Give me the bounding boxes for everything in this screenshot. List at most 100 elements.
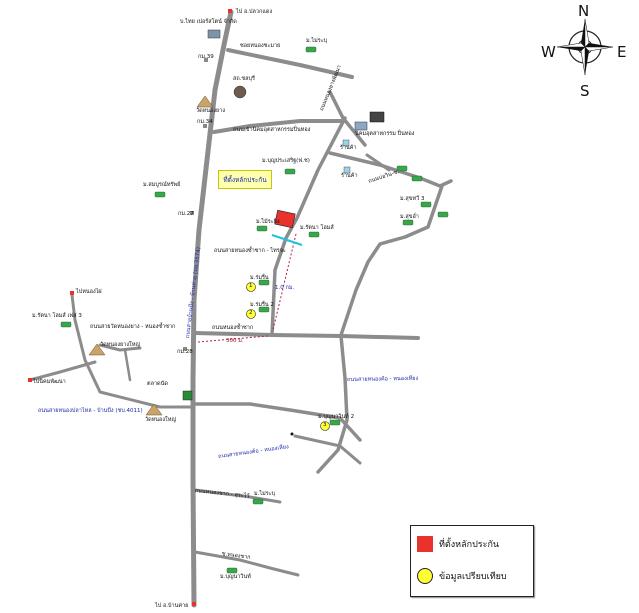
label-village-rattana-left: ม.รัตนา โฮมส์ เฟส 3: [32, 313, 82, 319]
label-ref-3-number: 3: [323, 422, 327, 428]
label-to-plaeng-yao: ไป อ.ปลวกแดง: [236, 9, 273, 15]
label-temple-bottom: วัดหนองใหญ่: [145, 417, 177, 423]
road-bottom-4: [293, 434, 362, 465]
house-icon: [226, 567, 238, 574]
landmark-icons: [88, 29, 385, 416]
label-factory: บ.ไทย เปอร์สโตน์ จำกัด: [180, 19, 237, 25]
label-to-nikhom: ไปนิคมพัฒนา: [33, 379, 66, 385]
legend-comparison-label: ข้อมูลเปรียบเทียบ: [439, 572, 507, 582]
label-to-nongkhae: ไปหนองไผ่: [76, 289, 102, 295]
house-icon: [305, 46, 317, 53]
road-left: [70, 293, 195, 409]
house-icon: [284, 168, 296, 175]
legend-row-comparison: ข้อมูลเปรียบเทียบ: [417, 568, 507, 584]
label-pole-34: กม.34: [197, 119, 213, 125]
distance-vertical: [272, 233, 297, 331]
road-left-temple: [98, 343, 142, 352]
map-legend: ที่ตั้งหลักประกัน ข้อมูลเปรียบเทียบ: [410, 525, 534, 597]
convenience-store-icon: [182, 390, 193, 401]
pole-icon: [203, 124, 207, 128]
label-village-ruk: ม.สุขทวี 3: [400, 196, 425, 202]
label-shop-1: ร้านค้า: [340, 145, 357, 151]
compass-north: N: [578, 2, 590, 20]
road-left-nikhom: [28, 360, 97, 382]
house-icon: [60, 321, 72, 328]
temple-icon: [196, 95, 214, 108]
factory-icon: [207, 29, 221, 39]
endpoint-left-bottom: [28, 378, 32, 382]
industrial-plant-icon: [354, 121, 368, 131]
compass-west: W: [541, 43, 556, 61]
label-ref-2-number: 2: [249, 310, 253, 316]
temple-icon: [88, 343, 106, 356]
junction-dot: [290, 432, 294, 436]
site-marker: [274, 209, 296, 229]
road-diagonal-north: [328, 90, 367, 147]
house-icon: [437, 211, 449, 218]
road-ref: [316, 334, 349, 474]
label-temple-top: วัดหนองยาง: [196, 108, 226, 114]
compass-south: S: [580, 82, 590, 100]
house-icon: [329, 419, 341, 426]
cyan-marker: [271, 234, 303, 246]
house-icon: [308, 231, 320, 238]
endpoint-top: [228, 9, 232, 13]
endpoint-left-top: [70, 291, 74, 295]
pole-icon: [190, 211, 194, 215]
legend-comparison-swatch: [417, 568, 433, 584]
pump-station-icon: [233, 85, 247, 99]
legend-row-site: ที่ตั้งหลักประกัน: [417, 536, 499, 552]
road-east-loop: [339, 184, 444, 337]
comparison-marker-1: [246, 282, 256, 292]
road-east-branch: [365, 153, 391, 172]
label-village-green: ม.สุขอ่ำ: [400, 214, 419, 220]
house-icon: [411, 175, 423, 182]
house-icon: [420, 201, 432, 208]
label-rural-road: ถนนเข้านิคมอุตสาหกรรมปิ่นทอง: [233, 127, 311, 133]
label-pump-station: สถ.ชลบุรี: [233, 76, 255, 82]
industrial-estate-icon: [369, 111, 385, 123]
house-icon: [154, 191, 166, 198]
temple-icon: [145, 403, 163, 416]
label-distance-vertical: 1.0 กม.: [275, 285, 295, 291]
label-village-boon: ม.บุญประเสริฐ(ฟ.ช): [262, 158, 310, 164]
label-industrial-estate: นิคมอุตสาหกรรม ปิ่นทอง: [355, 131, 415, 137]
road-diagonal: [270, 116, 347, 337]
label-road-nongkan: ถนนหนองซ้ำซาก: [212, 325, 254, 331]
label-police: ตลาดนัด: [147, 381, 168, 387]
road-network: [28, 9, 453, 608]
house-icon: [258, 279, 270, 286]
site-callout: ที่ตั้งหลักประกัน: [218, 170, 272, 189]
label-road-left: ถนนสายวัดหนองยาง - หนองซ้ำซาก: [90, 324, 176, 330]
comparison-marker-3: [320, 421, 330, 431]
house-icon: [258, 306, 270, 313]
road-top-right: [226, 48, 354, 79]
label-soi-road: ถนนสายหนองซ้ำซาก - ไทรจะ: [214, 248, 286, 254]
house-icon: [252, 498, 264, 505]
comparison-marker-2: [246, 309, 256, 319]
distance-lines: [197, 233, 303, 343]
pole-icon: [204, 58, 208, 62]
road-horizontal: [193, 331, 420, 340]
label-distance-horizontal: 300 ม.: [226, 338, 244, 344]
label-village-ref-2: ม.ร่มรื่น 2: [250, 302, 274, 308]
shop-icon: [342, 139, 350, 147]
label-village-ref-3: ม.บุญนาวินท์ 2: [318, 414, 355, 420]
compass-east: E: [617, 43, 627, 61]
label-chon-rabiab: ซอยหนองชะมาย: [240, 43, 281, 49]
label-shop-2: ร้านค้า: [341, 173, 358, 179]
house-icon: [256, 225, 268, 232]
endpoint-markers: [28, 9, 294, 606]
label-pole-28: กม.28: [177, 349, 193, 355]
label-village-ref-1: ม.ร่มรื่น: [250, 275, 269, 281]
label-road-ban-bueng: ถนนสายหนองปลาไหล - บ้านบึง (ชบ.4011): [38, 408, 143, 414]
road-bottom-2: [193, 488, 282, 504]
label-ref-1-number: 1: [249, 283, 253, 289]
label-village-somboon: ม.สมบูรณ์ทรัพย์: [143, 182, 181, 188]
house-icon: [396, 165, 408, 172]
label-temple-left: วัดหนองยางใหญ่: [100, 342, 141, 348]
comparison-markers: [246, 282, 330, 431]
road-left-short: [123, 348, 132, 382]
road-bottom-1: [193, 402, 362, 442]
